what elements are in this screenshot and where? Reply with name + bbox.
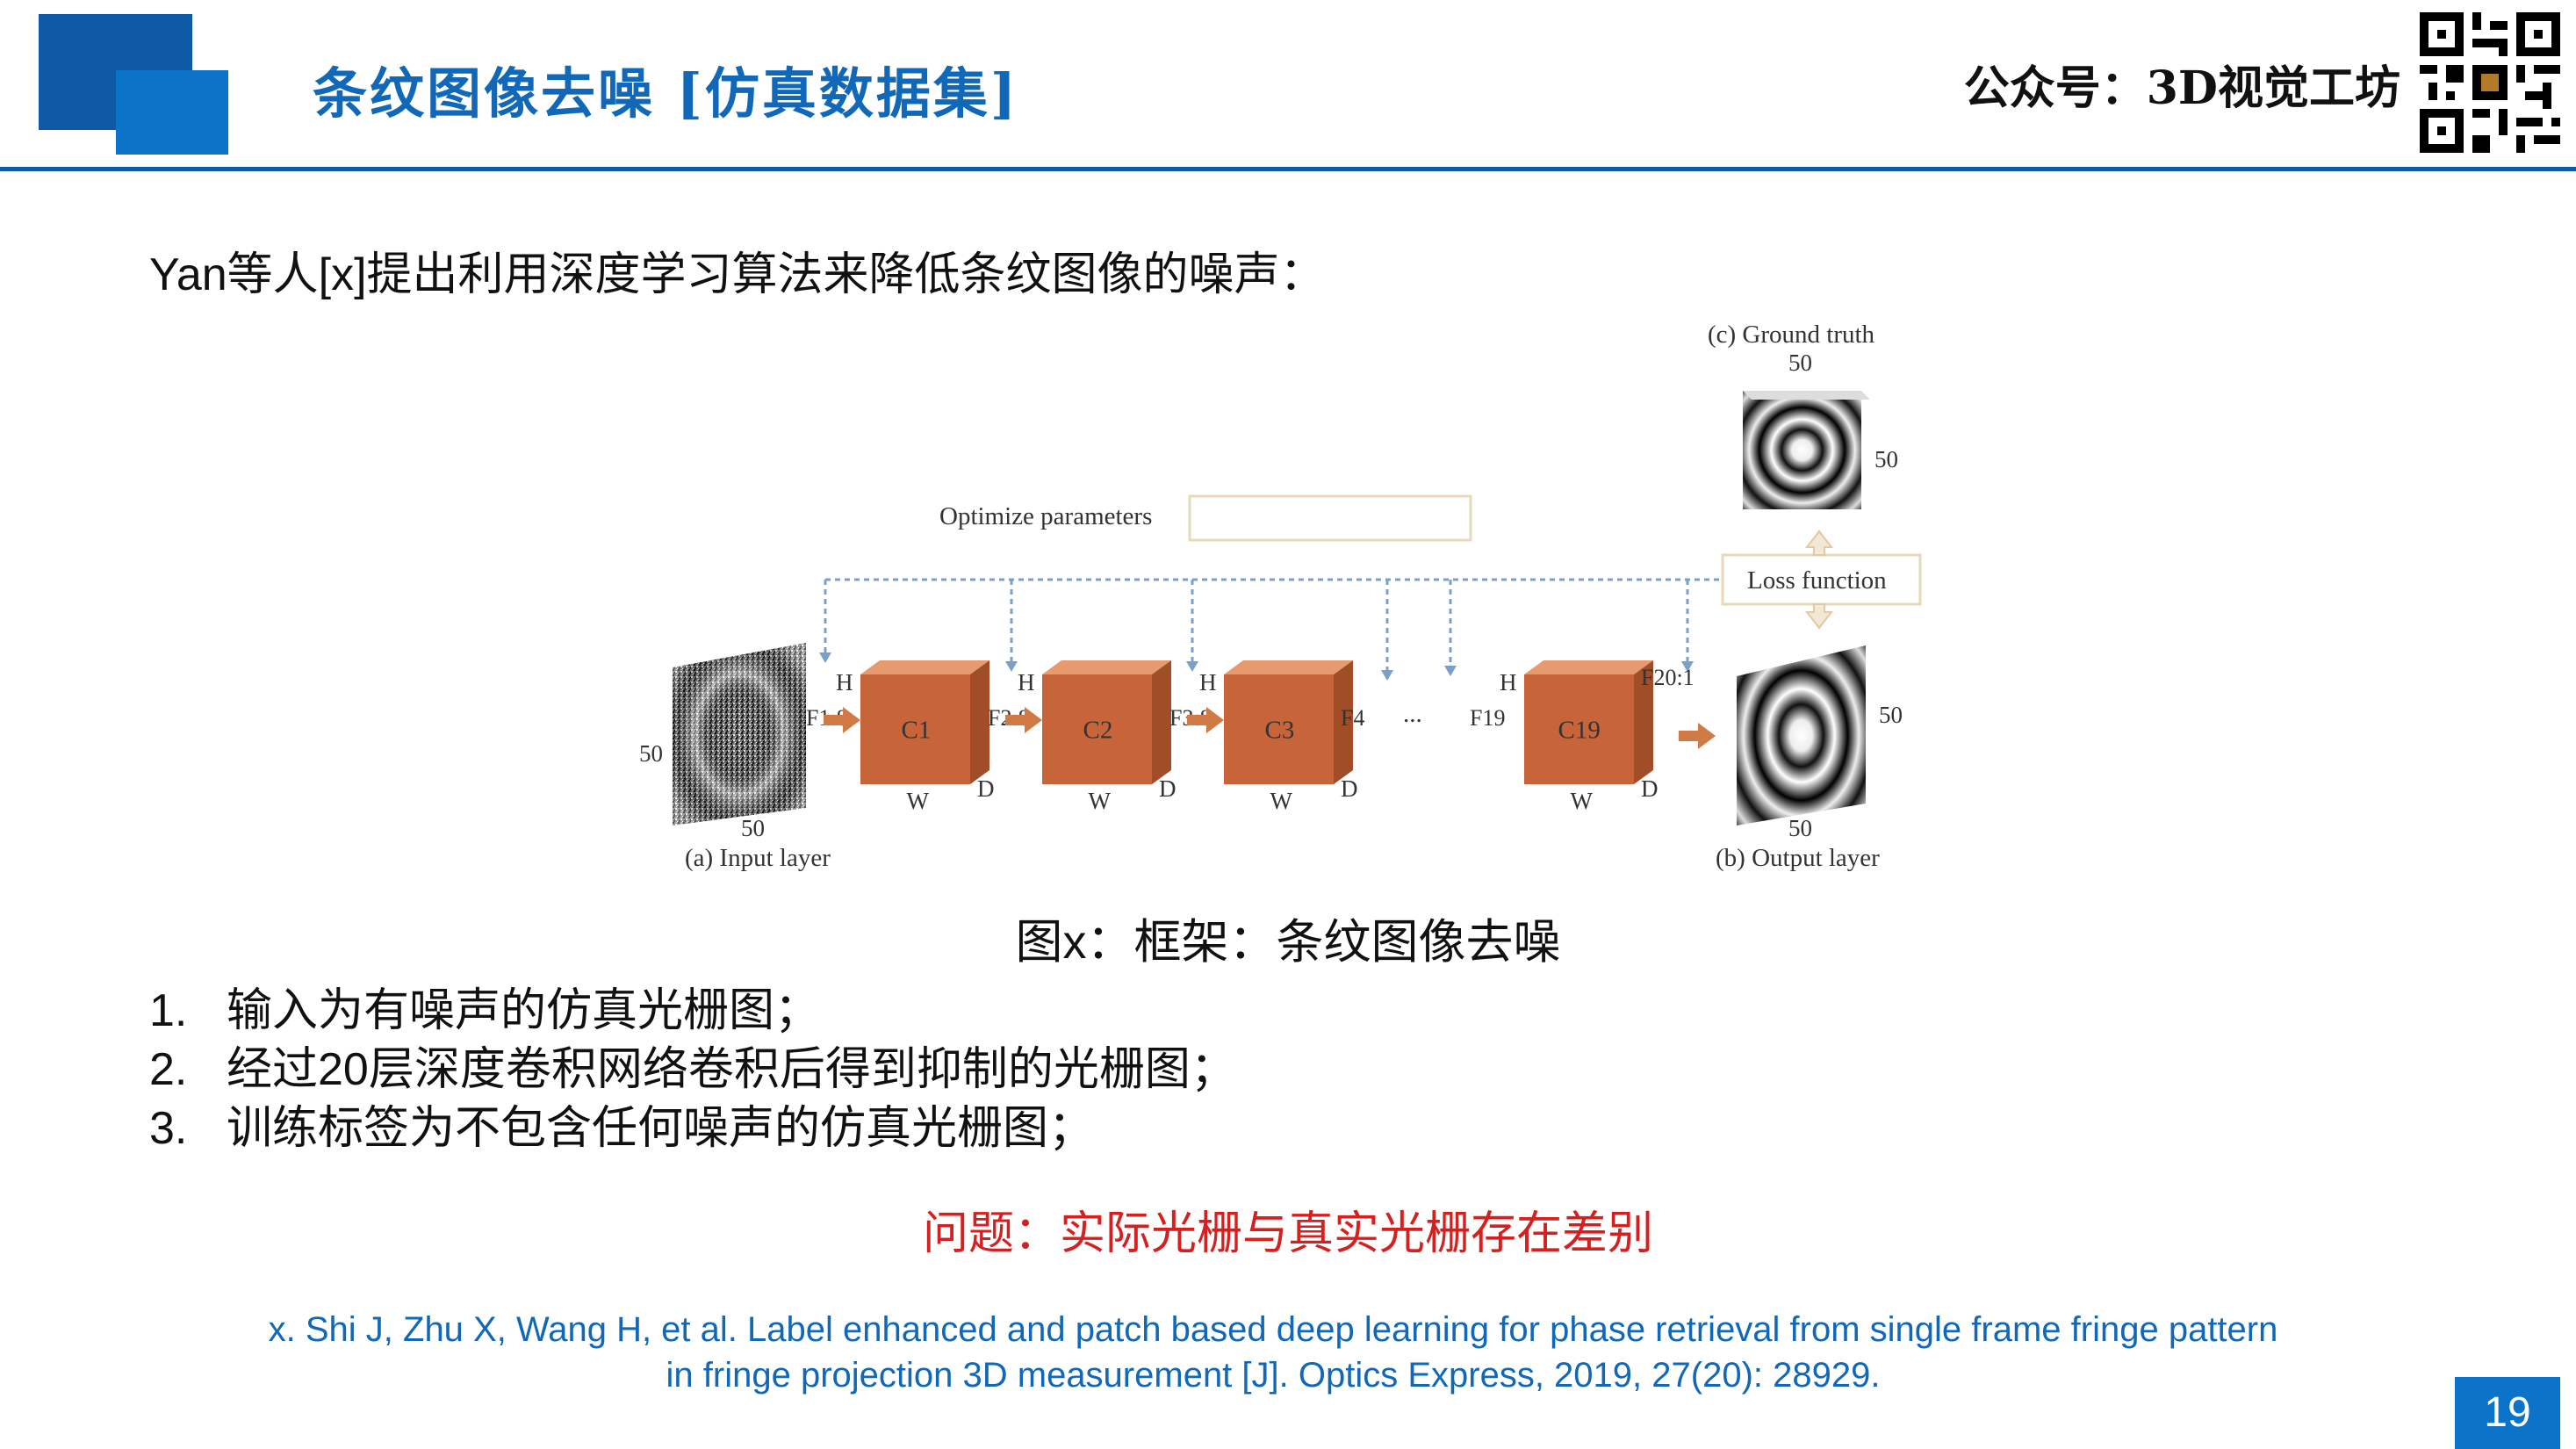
list-text: 训练标签为不包含任何噪声的仿真光栅图；: [227, 1103, 1095, 1154]
block-w-label: W: [907, 788, 930, 814]
input-dim-bottom: 50: [741, 815, 765, 841]
output-dim-side: 50: [1879, 702, 1903, 728]
gt-dim-top: 50: [1788, 350, 1812, 376]
reference-line-1: x. Shi J, Zhu X, Wang H, et al. Label en…: [268, 1310, 2278, 1349]
block-d-label: D: [1341, 775, 1358, 802]
block-label: C2: [1083, 717, 1113, 745]
block-w-label: W: [1270, 788, 1293, 814]
network-diagram: Optimize parameters (c) Ground truth 50 …: [639, 321, 1922, 872]
block-top: [1224, 660, 1353, 674]
logo-block-light: [116, 70, 228, 155]
block-label: C19: [1558, 717, 1601, 745]
block-h-label: H: [1018, 669, 1035, 696]
qr-code-icon: [2420, 12, 2560, 153]
list-number: 3.: [149, 1103, 188, 1154]
ground-truth-label: (c) Ground truth: [1708, 321, 1875, 349]
block-h-label: H: [836, 669, 853, 696]
optimize-label: Optimize parameters: [939, 502, 1152, 530]
conv-block: [1524, 674, 1634, 784]
bullet-list: 1. 输入为有噪声的仿真光栅图； 2. 经过20层深度卷积网络卷积后得到抑制的光栅图…: [149, 982, 1236, 1158]
block-h-label: H: [1199, 669, 1217, 696]
block-label: C3: [1265, 717, 1295, 745]
block-w-label: W: [1089, 788, 1112, 814]
conv-block: [860, 674, 970, 784]
block-side: [1334, 660, 1353, 784]
figure-caption: 图x：框架：条纹图像去噪: [1015, 916, 1561, 969]
ground-truth-image: [1743, 391, 1861, 509]
input-layer-label: (a) Input layer: [685, 844, 831, 872]
list-number: 2.: [149, 1044, 188, 1095]
list-text: 输入为有噪声的仿真光栅图；: [227, 985, 821, 1036]
loss-label: Loss function: [1747, 566, 1887, 595]
block-fin-label: F19: [1470, 705, 1505, 731]
block-top: [860, 660, 989, 674]
optimize-box: [1188, 494, 1472, 542]
block-d-label: D: [1159, 775, 1176, 802]
input-dim-side: 50: [639, 740, 663, 767]
list-item: 3. 训练标签为不包含任何噪声的仿真光栅图；: [149, 1099, 1236, 1158]
block-fout-label: F20:1: [1641, 665, 1695, 690]
header-rule: [0, 167, 2576, 171]
conv-block: [1042, 674, 1152, 784]
gt-dim-side: 50: [1874, 446, 1898, 472]
block-d-label: D: [1641, 775, 1659, 802]
flow-arrow: [1005, 707, 1042, 733]
block-top: [1042, 660, 1171, 674]
flow-arrow: [824, 707, 860, 733]
list-number: 1.: [149, 985, 188, 1036]
block-d-label: D: [977, 775, 995, 802]
account-label: 公众号：3D视觉工坊: [1963, 61, 2400, 115]
block-w-label: W: [1571, 788, 1594, 814]
block-fout-label: F4: [1341, 705, 1364, 731]
block-side: [1152, 660, 1171, 784]
block-side: [970, 660, 989, 784]
flow-arrow: [1679, 723, 1716, 749]
page-number: 19: [2455, 1377, 2560, 1449]
block-side: [1634, 660, 1653, 784]
list-item: 2. 经过20层深度卷积网络卷积后得到抑制的光栅图；: [149, 1041, 1236, 1099]
ellipsis: ...: [1403, 700, 1422, 728]
block-label: C1: [902, 717, 932, 745]
output-image: [1737, 645, 1866, 825]
flow-arrow: [1187, 707, 1224, 733]
reference: x. Shi J, Zhu X, Wang H, et al. Label en…: [105, 1307, 2441, 1398]
block-h-label: H: [1500, 669, 1517, 696]
list-text: 经过20层深度卷积网络卷积后得到抑制的光栅图；: [227, 1044, 1236, 1095]
output-layer-label: (b) Output layer: [1716, 844, 1880, 872]
output-dim-bottom: 50: [1788, 815, 1812, 841]
loss-box: [1721, 553, 1922, 606]
conv-block: [1224, 674, 1334, 784]
list-item: 1. 输入为有噪声的仿真光栅图；: [149, 982, 1236, 1041]
intro-text: Yan等人[x]提出利用深度学习算法来降低条纹图像的噪声：: [149, 249, 1326, 300]
reference-line-2: in fringe projection 3D measurement [J].…: [666, 1356, 1881, 1395]
problem-statement: 问题：实际光栅与真实光栅存在差别: [922, 1208, 1653, 1260]
slide-title: 条纹图像去噪 [仿真数据集]: [313, 61, 1019, 126]
block-top: [1524, 660, 1653, 674]
